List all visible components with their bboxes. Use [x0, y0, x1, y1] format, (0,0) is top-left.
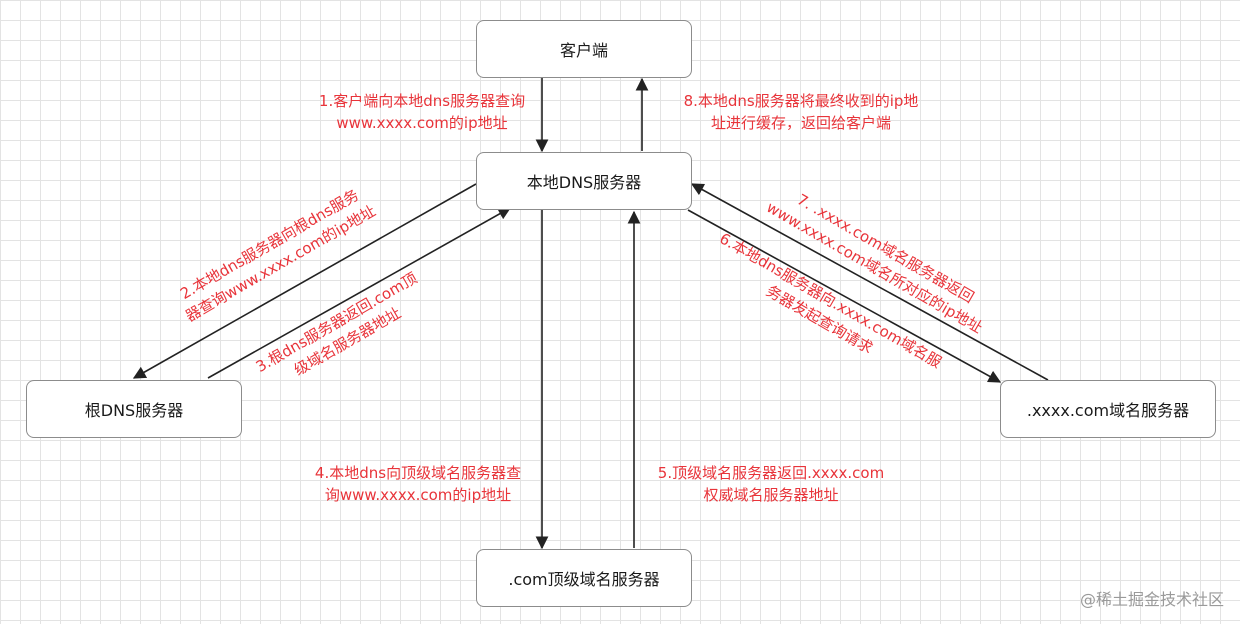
- step8-line1: 8.本地dns服务器将最终收到的ip地: [683, 92, 919, 110]
- step5-line1: 5.顶级域名服务器返回.xxxx.com: [657, 464, 885, 482]
- client-node: 客户端: [476, 20, 692, 78]
- arrow-local-to-auth: [687, 209, 1002, 383]
- step1-label: 1.客户端向本地dns服务器查询 www.xxxx.com的ip地址: [308, 90, 536, 134]
- arrow-auth-to-local: [690, 183, 1049, 381]
- local-dns-node: 本地DNS服务器: [476, 152, 692, 210]
- step5-label: 5.顶级域名服务器返回.xxxx.com 权威域名服务器地址: [646, 462, 896, 506]
- step4-line2: 询www.xxxx.com的ip地址: [324, 486, 512, 504]
- step1-line2: www.xxxx.com的ip地址: [336, 114, 508, 132]
- auth-dns-node: .xxxx.com域名服务器: [1000, 380, 1216, 438]
- step4-label: 4.本地dns向顶级域名服务器查 询www.xxxx.com的ip地址: [300, 462, 536, 506]
- tld-dns-node: .com顶级域名服务器: [476, 549, 692, 607]
- step8-label: 8.本地dns服务器将最终收到的ip地 址进行缓存，返回给客户端: [662, 90, 940, 134]
- step1-line1: 1.客户端向本地dns服务器查询: [318, 92, 526, 110]
- step8-line2: 址进行缓存，返回给客户端: [710, 114, 891, 132]
- arrow-root-to-local: [207, 207, 512, 379]
- root-dns-node: 根DNS服务器: [26, 380, 242, 438]
- step4-line1: 4.本地dns向顶级域名服务器查: [314, 464, 522, 482]
- watermark: @稀土掘金技术社区: [1079, 590, 1224, 609]
- arrow-local-to-root: [132, 183, 477, 379]
- step5-line2: 权威域名服务器地址: [703, 486, 839, 504]
